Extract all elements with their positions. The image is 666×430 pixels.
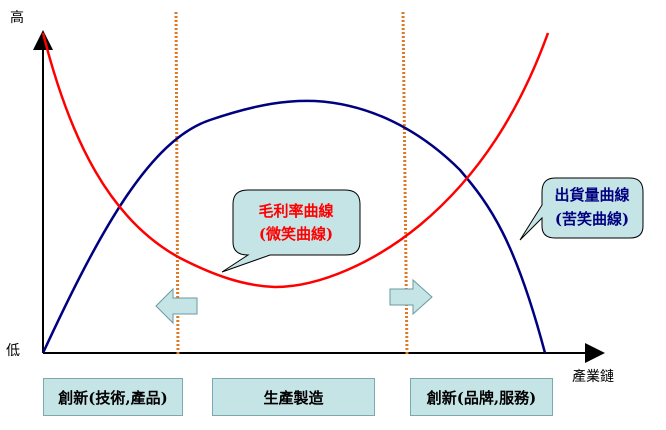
shipment-curve (41, 99, 547, 354)
shipment-callout-line1: 出貨量曲線 (554, 186, 629, 204)
stage-manufacturing: 生產製造 (212, 378, 375, 416)
x-axis-label: 產業鏈 (572, 368, 614, 385)
stage-innovation-brand: 創新(品牌,服務) (410, 378, 553, 416)
shipment-callout-line2: (苦笑曲線) (555, 210, 629, 228)
profit-margin-curve (41, 32, 550, 289)
left-arrow-icon (155, 287, 198, 325)
stage-innovation-tech: 創新(技術,產品) (43, 378, 183, 416)
profit-callout-bubble (221, 189, 361, 273)
profit-callout-line2: (微笑曲線) (259, 225, 333, 243)
profit-callout-line1: 毛利率曲線 (258, 202, 333, 220)
y-axis-low-label: 低 (6, 343, 20, 359)
shipment-callout-bubble (519, 177, 644, 241)
right-arrow-icon (389, 278, 433, 316)
y-axis-high-label: 高 (10, 9, 24, 26)
